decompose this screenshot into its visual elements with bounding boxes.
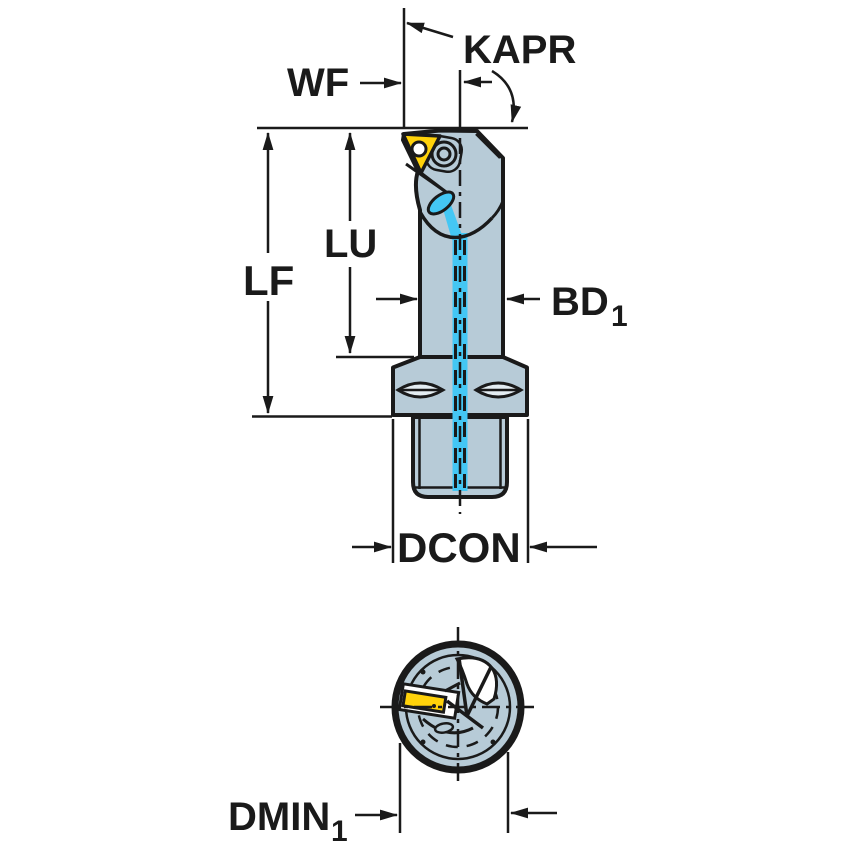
dimensions-bottom-view: DMIN 1 [228, 743, 557, 848]
bd1-label: BD [551, 280, 609, 324]
dmin1-subscript: 1 [331, 815, 348, 848]
bd1-subscript: 1 [611, 300, 628, 333]
clamp-screw-inner [436, 146, 452, 162]
dcon-label: DCON [397, 524, 521, 571]
head-details [401, 132, 505, 240]
bottom-view: DMIN 1 [228, 627, 557, 848]
kapr-leader-arrow [406, 21, 454, 39]
pocket-small-oval [433, 722, 455, 734]
flange-slots [395, 381, 524, 399]
insert-dot [432, 704, 436, 708]
lu-label: LU [324, 222, 377, 266]
wf-label: WF [287, 61, 349, 105]
dimensions-side-view: WF KAPR LF LU BD 1 DCON [243, 8, 628, 571]
kapr-angle-arc [491, 69, 522, 123]
coolant-outlet-hole [426, 190, 456, 216]
pocket-relief-white [454, 656, 499, 706]
insert-hole [410, 140, 428, 158]
bottom-view-pocket [397, 656, 499, 735]
kapr-label: KAPR [463, 28, 576, 72]
side-view: WF KAPR LF LU BD 1 DCON [243, 8, 628, 571]
dmin1-label: DMIN [228, 795, 330, 839]
lf-label: LF [243, 257, 294, 304]
